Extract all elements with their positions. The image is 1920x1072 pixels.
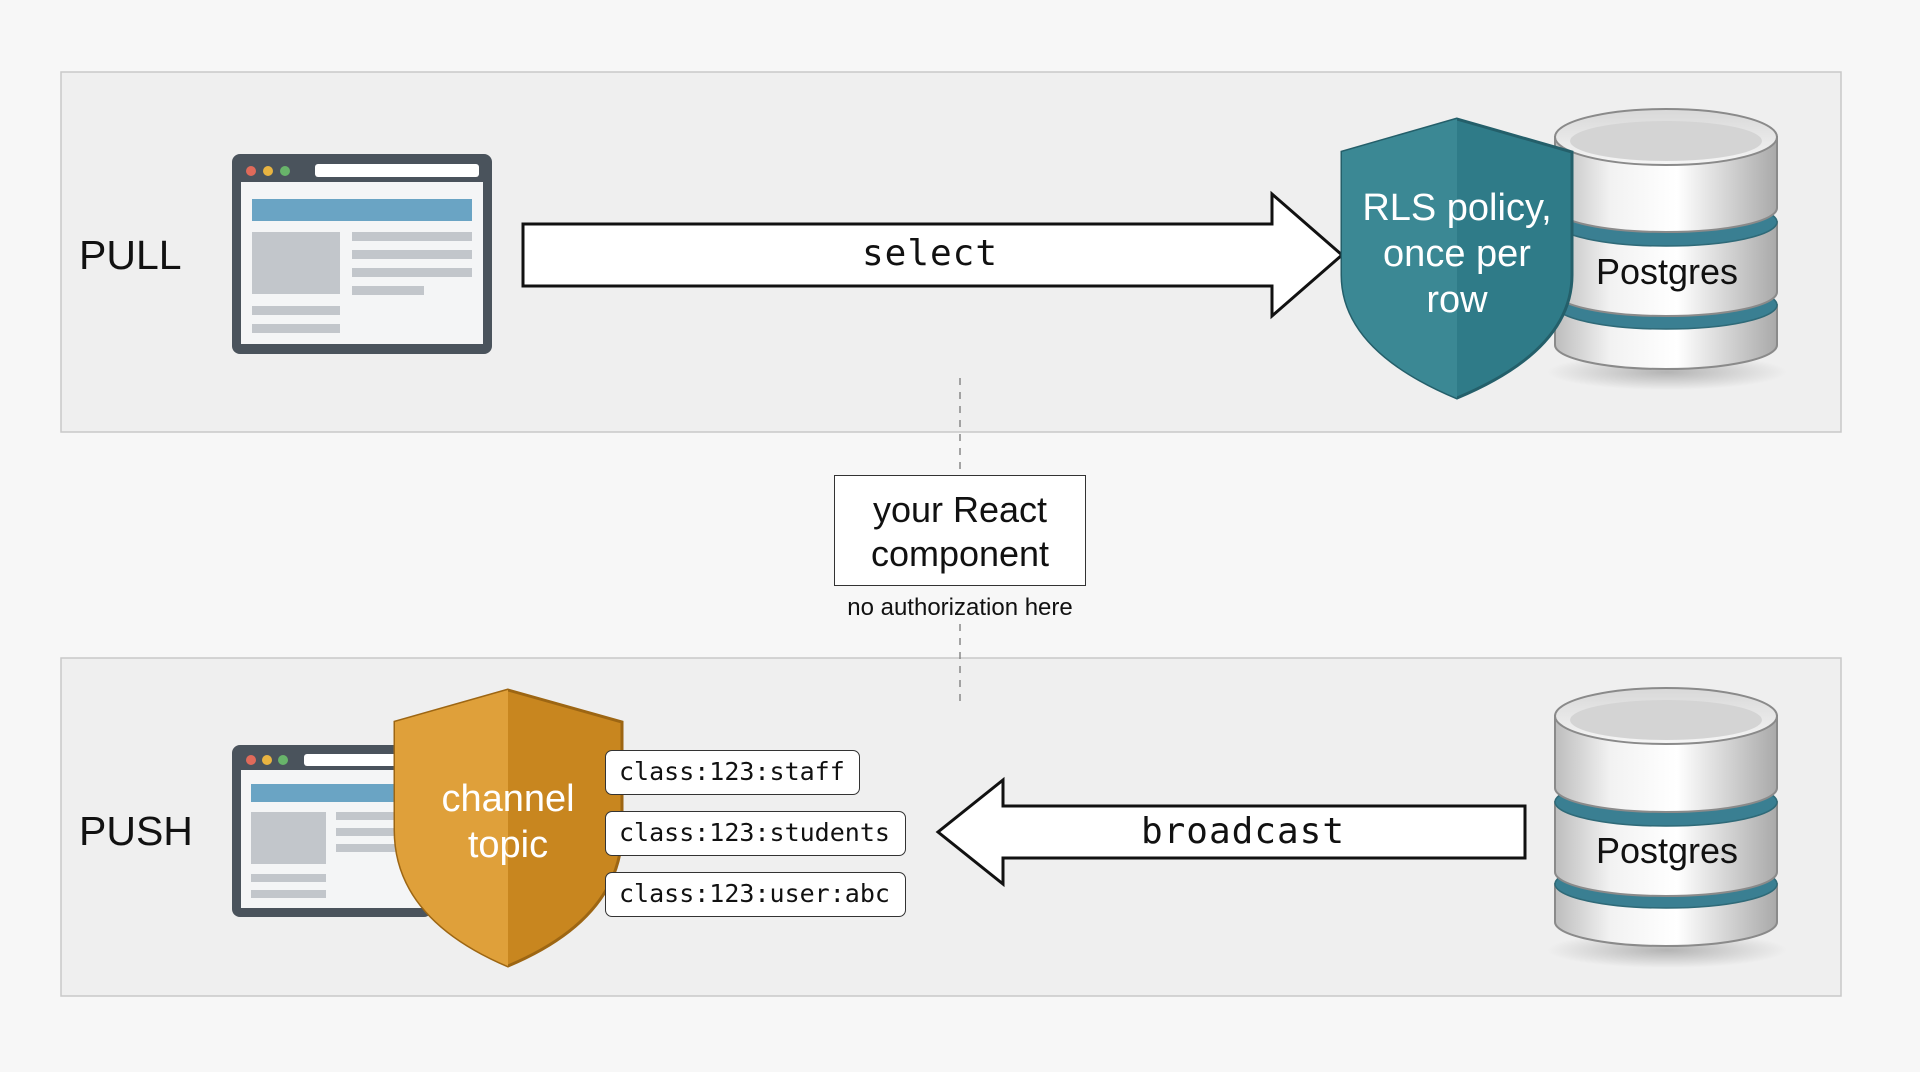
select-arrow-label: select [861, 233, 999, 274]
react-component-box: your React component [834, 475, 1086, 586]
pull-row-label: PULL [79, 232, 182, 278]
push-browser-window-icon [232, 745, 432, 917]
channel-topic-shield-icon [393, 688, 624, 968]
push-postgres-label: Postgres [1595, 830, 1739, 871]
topic-tag-user: class:123:user:abc [605, 872, 906, 917]
broadcast-arrow [935, 776, 1527, 888]
push-row-label: PUSH [79, 808, 193, 854]
select-arrow [521, 190, 1345, 320]
browser-window-icon [232, 154, 492, 354]
push-postgres-database-icon [1547, 687, 1787, 968]
pull-postgres-label: Postgres [1595, 251, 1739, 292]
topic-tag-students: class:123:students [605, 811, 906, 856]
broadcast-arrow-label: broadcast [1140, 811, 1346, 852]
rls-shield-label: RLS policy, once per row [1362, 187, 1552, 321]
postgres-database-icon [1547, 108, 1787, 390]
channel-topic-shield-label: channel topic [441, 778, 575, 866]
topic-tag-staff: class:123:staff [605, 750, 860, 795]
no-authorization-note: no authorization here [847, 594, 1073, 621]
rls-shield-icon [1340, 117, 1574, 400]
